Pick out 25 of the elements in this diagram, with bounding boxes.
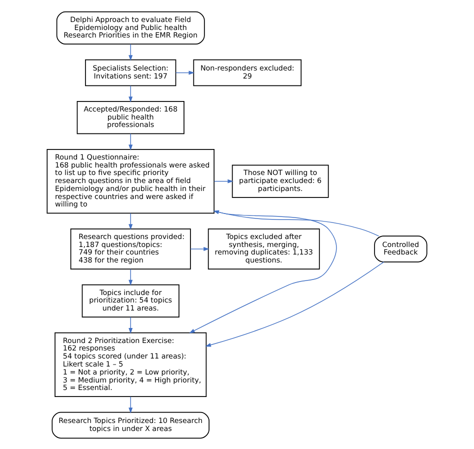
node-box: Round 2 Prioritization Exercise: 162 responses 54 topics scored (under 11 areas): Likert scale 1 – 5 1 = Not a priority, 2 = Low priority, 3 = Medium priority, 4 = High priority, 5 = Essential. [54, 332, 207, 396]
arrow [189, 210, 337, 333]
arrow [175, 70, 194, 74]
node-box: Those NOT willing to participate excluded: 6 participants. [232, 164, 329, 198]
node-box: Non-responders excluded: 29 [193, 58, 302, 86]
arrow [128, 268, 133, 286]
arrow [128, 84, 133, 102]
node-box: Topics excluded after synthesis, merging, removing duplicates: 1,133 questions. [208, 228, 320, 269]
arrow [128, 43, 133, 60]
arrow [128, 212, 133, 230]
arrow [128, 396, 133, 413]
node-box: Research questions provided: 1,187 questions/topics: 749 for their countries 438 for the region [70, 228, 191, 269]
arrow [214, 178, 234, 183]
arrow [128, 132, 133, 150]
arrow [213, 210, 380, 236]
arrow [128, 316, 133, 334]
node-box: Delphi Approach to evaluate Field Epidemiology and Public health Research Priorities in the EMR Region [56, 10, 205, 44]
node-box: Specialists Selection: Invitations sent: 197 [85, 58, 176, 86]
node-box: Accepted/Responded: 168 public health professionals [76, 100, 184, 134]
arrow [205, 261, 384, 346]
arrow [190, 246, 210, 250]
node-box: Round 1 Questionnaire: 168 public health professionals were asked to list up to five specific priority research questions in the area of field Epidemiology and/or public health in their respective countries and were asked if willing to [46, 148, 214, 214]
node-box: Controlled Feedback [374, 235, 428, 262]
node-box: Research Topics Prioritized: 10 Research topics in under X areas [52, 411, 210, 438]
node-box: Topics include for prioritization: 54 topics under 11 areas. [82, 284, 180, 317]
